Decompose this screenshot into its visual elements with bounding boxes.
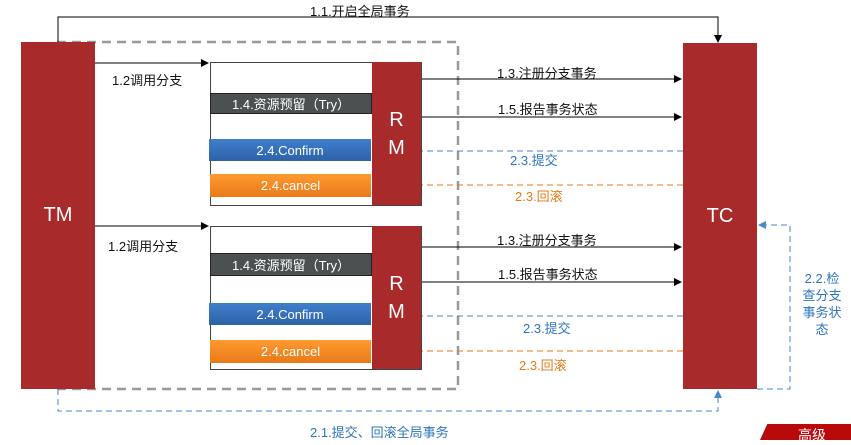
rm-label-m: M bbox=[388, 136, 405, 159]
branch-2-arrows bbox=[95, 222, 683, 355]
global-commit-label: 2.1.提交、回滚全局事务 bbox=[310, 425, 449, 440]
tc-box: TC bbox=[683, 43, 757, 389]
rollback-label: 2.3.回滚 bbox=[515, 189, 563, 204]
watermark-text: 高级 bbox=[798, 428, 826, 444]
try-bar: 1.4.资源预留（Try） bbox=[210, 253, 372, 276]
confirm-bar: 2.4.Confirm bbox=[209, 139, 371, 161]
global-commit-arrow bbox=[57, 389, 722, 412]
confirm-bar: 2.4.Confirm bbox=[209, 303, 371, 325]
commit-label: 2.3.提交 bbox=[510, 153, 558, 168]
tm-box: TM bbox=[21, 42, 95, 389]
tc-label: TC bbox=[706, 204, 734, 227]
commit-label: 2.3.提交 bbox=[523, 321, 571, 336]
call-label: 1.2调用分支 bbox=[108, 239, 179, 254]
watermark-logo: 高级 bbox=[760, 424, 851, 440]
try-bar: 1.4.资源预留（Try） bbox=[210, 93, 372, 114]
call-label: 1.2调用分支 bbox=[112, 73, 183, 88]
rm-label-r: R bbox=[389, 108, 404, 131]
global-begin-label: 1.1.开启全局事务 bbox=[310, 4, 410, 19]
cancel-bar: 2.4.cancel bbox=[210, 174, 371, 197]
branch-1-arrows bbox=[95, 59, 683, 189]
check-status-label: 2.2.检查分支事务状态 bbox=[802, 271, 842, 337]
register-label: 1.3.注册分支事务 bbox=[497, 66, 597, 81]
cancel-bar: 2.4.cancel bbox=[210, 340, 371, 363]
check-status-arrow bbox=[757, 221, 791, 390]
register-label: 1.3.注册分支事务 bbox=[497, 233, 597, 248]
tm-label: TM bbox=[43, 204, 73, 226]
rollback-label: 2.3.回滚 bbox=[519, 358, 567, 373]
rm-label-m: M bbox=[388, 300, 405, 323]
global-begin-arrow bbox=[57, 16, 722, 43]
report-label: 1.5.报告事务状态 bbox=[498, 267, 598, 282]
report-label: 1.5.报告事务状态 bbox=[498, 102, 598, 117]
rm-label-r: R bbox=[389, 272, 404, 295]
